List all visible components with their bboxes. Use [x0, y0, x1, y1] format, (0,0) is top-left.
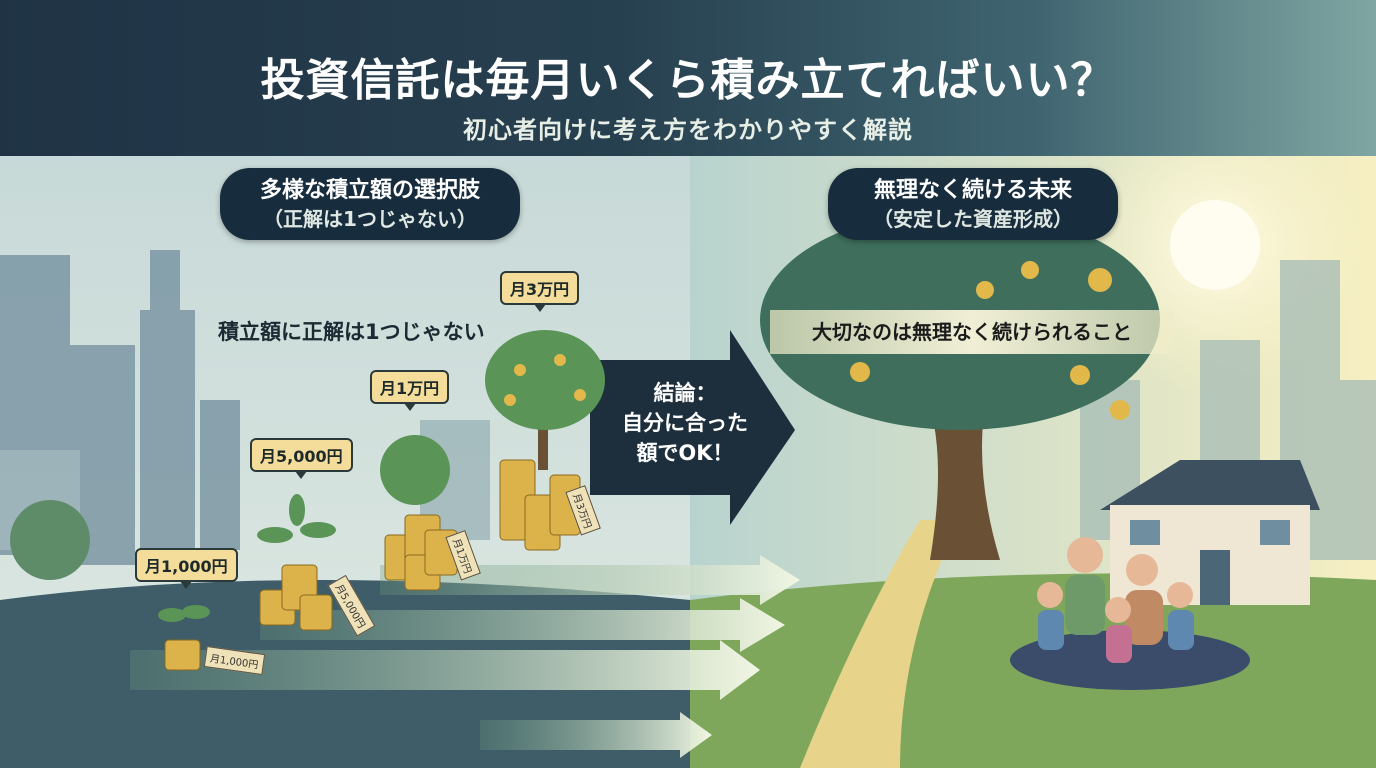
conclusion-arrow: [590, 330, 795, 525]
amount-bubble-5000: 月5,000円: [250, 438, 353, 479]
amount-bubble-30000: 月3万円: [500, 271, 580, 312]
right-section-heading: 無理なく続ける未来 （安定した資産形成）: [828, 168, 1118, 240]
growth-arrows: [130, 555, 800, 758]
right-heading-line1: 無理なく続ける未来: [873, 178, 1072, 203]
page-subtitle: 初心者向けに考え方をわかりやすく解説: [463, 116, 913, 144]
city-buildings-right: [1080, 260, 1376, 560]
header-banner: [0, 0, 1376, 156]
conclusion-text: 結論： 自分に合った 額でOK！: [600, 378, 770, 468]
left-section-heading: 多様な積立額の選択肢 （正解は1つじゃない）: [220, 168, 520, 240]
house-icon: [1100, 460, 1320, 605]
key-message-banner: 大切なのは無理なく続けられること: [770, 310, 1174, 354]
amount-bubble-1000: 月1,000円: [135, 548, 238, 589]
conclusion-line2: 自分に合った: [622, 411, 748, 435]
conclusion-line3: 額でOK！: [636, 441, 734, 465]
amount-bubble-10000: 月1万円: [370, 370, 450, 411]
left-heading-line1: 多様な積立額の選択肢: [259, 178, 480, 203]
left-heading-line2: （正解は1つじゃない）: [263, 207, 477, 231]
sprout-icons: [158, 330, 605, 622]
right-heading-line2: （安定した資産形成）: [873, 207, 1073, 231]
lead-text: 積立額に正解は1つじゃない: [218, 320, 485, 344]
conclusion-line1: 結論：: [653, 381, 717, 405]
page-title: 投資信託は毎月いくら積み立てればいい？: [260, 55, 1116, 106]
family-illustration: [1010, 537, 1250, 690]
